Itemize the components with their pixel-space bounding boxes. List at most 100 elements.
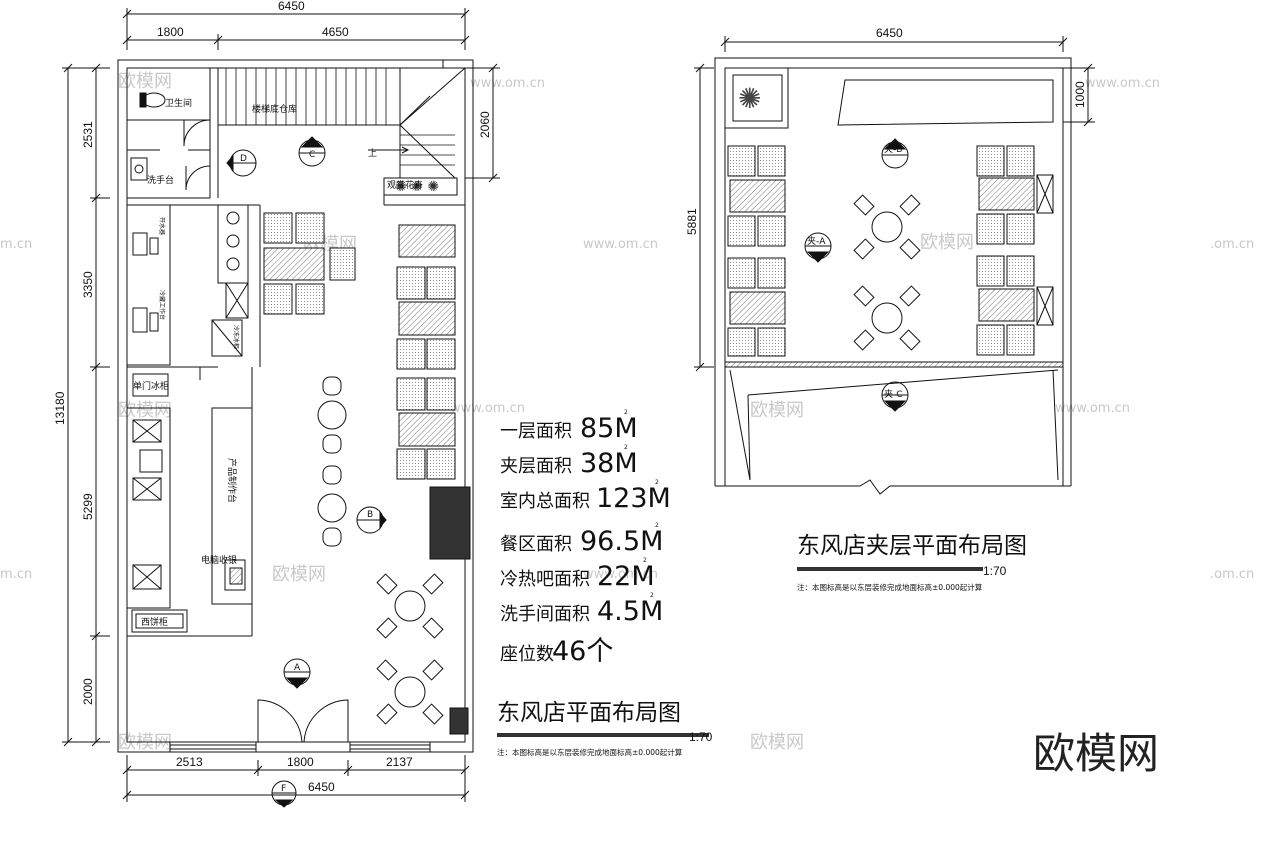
dim-bottom-b: 1800 [287,755,314,769]
mezzanine-booth-left [727,145,786,357]
section-marker-d [226,149,257,177]
booth-seating-kitchen-side [263,212,356,315]
ground-title: 东风店平面布局图 [497,700,681,726]
watermark-logo: 欧模网 [920,232,974,253]
bubble-mezz-b: 夹-B [884,143,902,155]
dim-bottom-total: 6450 [308,780,335,794]
bubble-c: C [309,150,315,160]
dim-left-1: 2531 [81,121,95,148]
mezz-dim-top: 6450 [876,26,903,40]
section-marker-c [298,136,326,167]
area-unit-sup: 2 [624,409,628,416]
brand-logo: 欧模网 [1033,729,1159,778]
area-value: 96.5M [580,526,663,557]
area-label: 冷热吧面积 [500,569,590,590]
dim-top-right: 4650 [322,25,349,39]
mezz-dim-left: 5881 [685,208,699,235]
area-summary: 一层面积 85M 2 夹层面积 38M 2 室内总面积 123M 2 餐区面积 … [500,409,671,667]
watermark-url: .om.cn [1210,567,1254,582]
watermark-url: m.cn [0,237,32,252]
area-label: 夹层面积 [500,456,572,477]
dims-right-stair [465,63,500,183]
area-value: 22M [597,561,655,592]
label-single-fridge: 单门冰柜 [133,380,169,392]
dim-total-top: 6450 [278,0,305,13]
mezzanine-labels: 6450 5881 1000 夹-B 夹-A 夹-C 东风店夹层平面布局图 1:… [685,26,1087,592]
label-pos: 电脑收银 [201,554,237,566]
dim-left-2: 3350 [81,271,95,298]
watermark-url: www.om.cn [450,401,525,416]
label-showcase: 西饼柜 [141,616,168,628]
area-value: 38M [580,448,638,479]
watermark-layer: www.om.cn www.om.cn 欧模网 m.cn www.om.cn .… [0,71,1254,753]
area-label: 一层面积 [500,421,572,442]
area-label: 室内总面积 [500,491,590,512]
area-value: 46个 [552,636,613,667]
ground-note: 注：本图标高是以东层装修完成地面标高±0.000起计算 [497,747,683,757]
area-label: 洗手间面积 [500,604,590,625]
mezz-dim-right: 1000 [1073,81,1087,108]
label-bar: 产品制作台 [226,458,238,503]
mezzanine-booth-right [976,145,1054,356]
area-label: 餐区面积 [500,534,572,555]
label-stair-storage: 楼梯底仓库 [252,103,297,115]
area-value: 123M [596,483,671,514]
dim-bottom-c: 2137 [386,755,413,769]
bubble-mezz-a: 夹-A [807,235,826,247]
area-unit-sup: 2 [643,557,647,564]
kitchen-core [170,204,261,367]
kitchen-counter-left [126,204,218,397]
area-value: 85M [580,413,638,444]
watermark-url: www.om.cn [470,76,545,91]
watermark-url: www.om.cn [583,237,658,252]
bubble-f: F [281,784,286,794]
bar-counter [127,367,253,637]
dim-left-3: 5299 [81,493,95,520]
section-marker-mezz-c [881,381,909,412]
label-toilet: 卫生间 [165,97,192,109]
section-marker-b [356,506,387,534]
mezzanine-plan: ✺ [694,36,1095,495]
area-unit-sup: 2 [624,444,628,451]
ground-floor-labels: 6450 1800 4650 2513 1800 2137 6450 13180… [53,0,713,794]
title-underline [797,567,983,571]
area-unit-sup: 2 [650,592,654,599]
round-table-4-seats [376,573,444,639]
toilet-room [127,68,219,199]
watermark-logo: 欧模网 [118,400,172,421]
prep-counter [126,407,171,609]
dim-left-total: 13180 [53,391,67,425]
label-basin: 洗手台 [147,174,174,186]
section-marker-a [283,658,311,689]
watermark-url: www.om.cn [1085,76,1160,91]
watermark-url: .om.cn [1210,237,1254,252]
svg-text:✺ ✺ ✺: ✺ ✺ ✺ [395,179,439,195]
label-equipment: 开水器 [158,217,166,235]
pillar [449,707,469,735]
round-tables-center [317,376,347,547]
ground-scale: 1:70 [689,730,713,744]
watermark-logo: 欧模网 [272,564,326,585]
watermark-url: www.om.cn [583,567,658,582]
ground-floor-plan: ✺ ✺ ✺ [62,8,500,808]
area-unit-sup: 2 [655,479,659,486]
watermark-url: m.cn [0,567,32,582]
area-value: 4.5M [597,596,663,627]
watermark-logo: 欧模网 [118,71,172,92]
bubble-b: B [367,510,373,520]
round-table-4-seats [376,659,444,725]
mezz-title: 东风店夹层平面布局图 [797,533,1027,559]
section-marker-mezz-b [881,138,909,169]
area-label: 座位数 [500,644,554,665]
booth-seating-right-wall [396,224,456,480]
title-underline [497,733,709,737]
label-equipment: 冷藏工作台 [158,290,166,320]
planter-strip: ✺ ✺ ✺ [383,177,465,206]
label-equipment: 冷冻冰柜 [232,325,240,349]
pillar [429,486,471,560]
round-table-4-seats [853,285,921,351]
entrance-door [257,699,349,743]
dim-top-left: 1800 [157,25,184,39]
bubble-mezz-c: 夹-C [884,388,903,400]
